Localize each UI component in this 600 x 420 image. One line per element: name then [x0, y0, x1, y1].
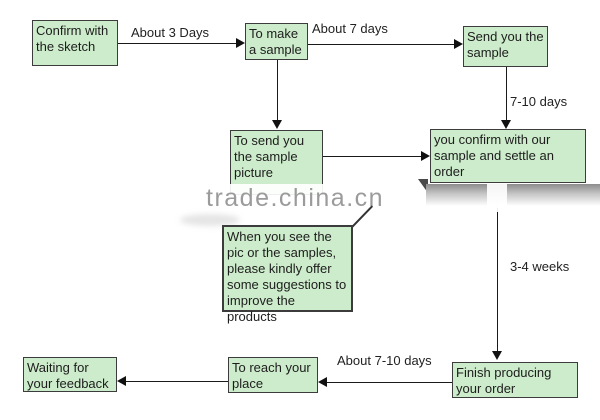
arrowhead	[236, 38, 245, 48]
node-suggestions-note: When you see the pic or the samples, ple…	[222, 225, 353, 324]
arrowhead	[492, 351, 502, 360]
watermark-shadow-notch	[487, 184, 507, 208]
connector-picture-to-confirm	[323, 156, 421, 157]
node-make-sample: To make a sample	[245, 23, 308, 60]
arrowhead	[318, 377, 327, 387]
connector-send-to-confirm	[506, 67, 507, 120]
node-reach-place: To reach your place	[228, 357, 318, 393]
node-send-sample: Send you the sample	[463, 26, 548, 67]
connector-finish-to-reach	[327, 382, 452, 383]
edge-label-confirm-to-finish: 3-4 weeks	[510, 259, 570, 274]
watermark-shadow-wedge	[418, 179, 428, 193]
connector-confirm-to-finish	[497, 200, 498, 351]
edge-label-sketch-to-sample: About 3 Days	[131, 25, 210, 40]
connector-sample-to-send	[308, 44, 454, 45]
edge-label-send-to-confirm: 7-10 days	[510, 94, 568, 109]
watermark-shadow	[426, 184, 600, 206]
watermark: trade.china.cn	[206, 184, 385, 212]
node-confirm-sketch: Confirm with the sketch	[32, 20, 118, 66]
connector-sample-to-picture	[277, 60, 278, 120]
arrowhead	[454, 39, 463, 49]
arrowhead	[272, 120, 282, 129]
arrowhead	[501, 120, 511, 129]
connector-reach-to-waiting	[126, 381, 228, 382]
node-finish-producing: Finish producing your order	[452, 362, 578, 398]
connector-sketch-to-sample	[118, 43, 236, 44]
node-waiting-feedback: Waiting for your feedback	[23, 357, 117, 392]
arrowhead	[117, 376, 126, 386]
edge-label-finish-to-reach: About 7-10 days	[337, 353, 432, 368]
edge-label-sample-to-send: About 7 days	[312, 21, 388, 36]
arrowhead	[421, 151, 430, 161]
node-confirm-order: you confirm with our sample and settle a…	[430, 129, 586, 183]
watermark-smudge	[180, 214, 240, 226]
